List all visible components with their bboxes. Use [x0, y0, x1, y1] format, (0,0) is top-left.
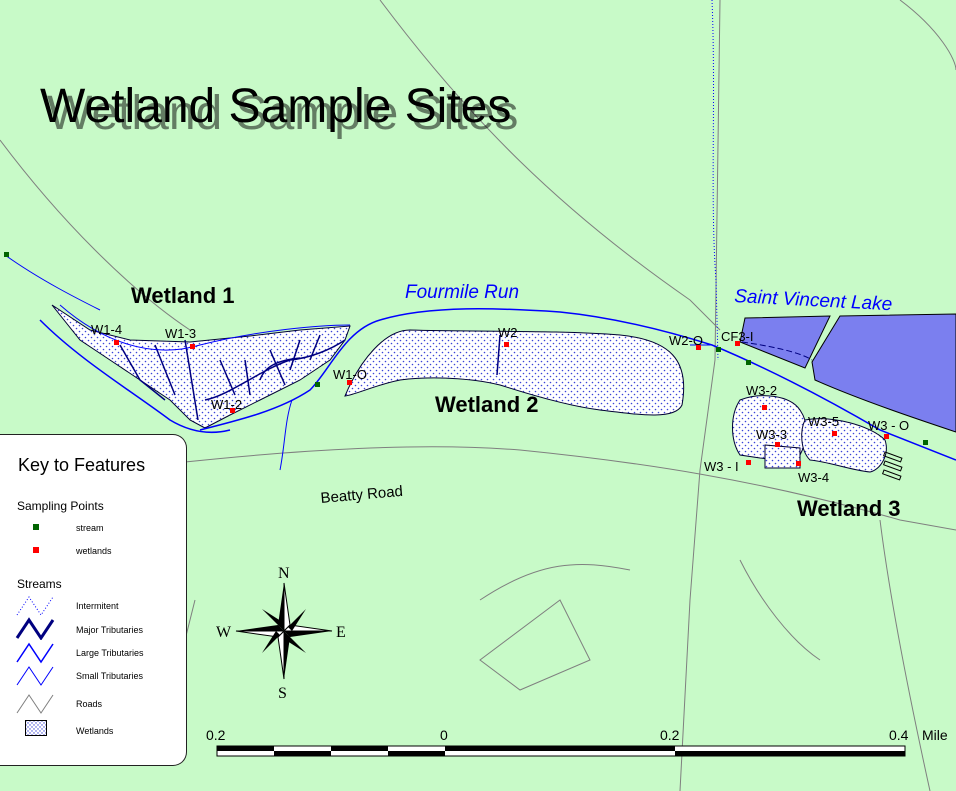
stream-point [746, 360, 751, 365]
legend-streams-heading: Streams [17, 577, 62, 591]
wetland-1-label: Wetland 1 [131, 283, 235, 308]
road-line [679, 0, 721, 791]
compass-rose: N S E W [216, 565, 346, 702]
fourmile-run-label: Fourmile Run [405, 282, 519, 303]
stream-point [923, 440, 928, 445]
svg-text:W3-3: W3-3 [756, 427, 787, 442]
lake-east [811, 313, 956, 433]
small-tributaries-swatch [16, 666, 54, 686]
roads-swatch [16, 694, 54, 714]
wetland-3-label: Wetland 3 [797, 496, 901, 521]
beatty-road-label: Beatty Road [320, 483, 404, 507]
svg-text:Wetland Sample Sites: Wetland Sample Sites [40, 80, 511, 133]
legend-title: Key to Features [18, 455, 146, 475]
legend-roads: Roads [76, 699, 103, 709]
wetland-3-polygon-c [764, 444, 801, 469]
major-tributaries-swatch [15, 617, 55, 640]
stream-sample-points [4, 252, 928, 445]
svg-text:W3 - O: W3 - O [868, 418, 909, 433]
intermittent-swatch [16, 596, 54, 616]
wetland-2-polygon [344, 329, 685, 416]
scale-tick: 0.4 [889, 727, 909, 743]
scale-tick: 0.2 [660, 727, 680, 743]
map-title: Wetland Sample Sites Wetland Sample Site… [40, 80, 518, 140]
sample-point: W1-4 [91, 322, 122, 345]
sample-point: W2 [498, 325, 518, 347]
saint-vincent-lake-label: Saint Vincent Lake [734, 286, 893, 315]
svg-text:W3-5: W3-5 [808, 414, 839, 429]
sample-point: W3-3 [756, 427, 787, 447]
streams [4, 254, 956, 471]
sample-point: W2-O [669, 333, 703, 350]
legend: Key to Features Sampling Points stream w… [0, 434, 187, 766]
svg-text:W1-4: W1-4 [91, 322, 122, 337]
svg-text:W1-3: W1-3 [165, 326, 196, 341]
scale-bar: 0.2 0 0.2 0.4 Mile [206, 727, 948, 757]
legend-wetlands: Wetlands [76, 726, 114, 736]
svg-text:W2: W2 [498, 325, 518, 340]
compass-e: E [336, 624, 346, 641]
svg-text:W3 - I: W3 - I [704, 459, 739, 474]
legend-major: Major Tributaries [76, 625, 144, 635]
wetland-sample-points: W1-4 W1-3 W1-2 W1-O W2 W2-O CF3-I W3-2 W… [91, 322, 909, 485]
svg-text:Wetland Sample Sites: Wetland Sample Sites [47, 87, 518, 140]
svg-text:W1-2: W1-2 [211, 397, 242, 412]
stream-point [716, 347, 721, 352]
sample-point: W3-5 [808, 414, 839, 436]
svg-text:W2-O: W2-O [669, 333, 703, 348]
svg-text:W3-2: W3-2 [746, 383, 777, 398]
road-line [379, 0, 721, 331]
sample-point: W3 - I [704, 459, 751, 474]
sample-point: CF3-I [721, 329, 754, 346]
stream-point [315, 382, 320, 387]
legend-intermittent: Intermitent [76, 601, 119, 611]
compass-s: S [278, 685, 287, 702]
stream-point-swatch [33, 524, 39, 530]
compass-n: N [278, 565, 290, 582]
lake-west [739, 315, 831, 369]
stream-point [4, 252, 9, 257]
sample-point: W1-O [333, 367, 367, 385]
scale-tick: 0 [440, 727, 448, 743]
legend-sampling-heading: Sampling Points [17, 499, 104, 513]
svg-text:W3-4: W3-4 [798, 470, 829, 485]
scale-tick: 0.2 [206, 727, 226, 743]
large-tributaries-swatch [16, 642, 54, 664]
sample-point: W3-4 [796, 461, 829, 485]
sample-point: W3 - O [868, 418, 909, 439]
wetland-3-polygon-b [801, 418, 887, 473]
beatty-road-line [184, 446, 956, 531]
svg-text:CF3-I: CF3-I [721, 329, 754, 344]
wetland-polygons [51, 304, 887, 473]
fourmile-run-line [199, 307, 956, 461]
scale-unit: Mile [922, 727, 948, 743]
legend-small: Small Tributaries [76, 671, 144, 681]
svg-text:W1-O: W1-O [333, 367, 367, 382]
compass-w: W [216, 624, 232, 641]
legend-wetland-point: wetlands [76, 546, 112, 556]
wetland-2-label: Wetland 2 [435, 392, 539, 417]
wetland-point-swatch [33, 547, 39, 553]
sample-point: W1-3 [165, 326, 196, 349]
sample-point: W3-2 [746, 383, 777, 410]
wetlands-swatch [25, 720, 47, 736]
legend-stream-point: stream [76, 523, 104, 533]
legend-large: Large Tributaries [76, 648, 144, 658]
sample-point: W1-2 [211, 397, 242, 413]
